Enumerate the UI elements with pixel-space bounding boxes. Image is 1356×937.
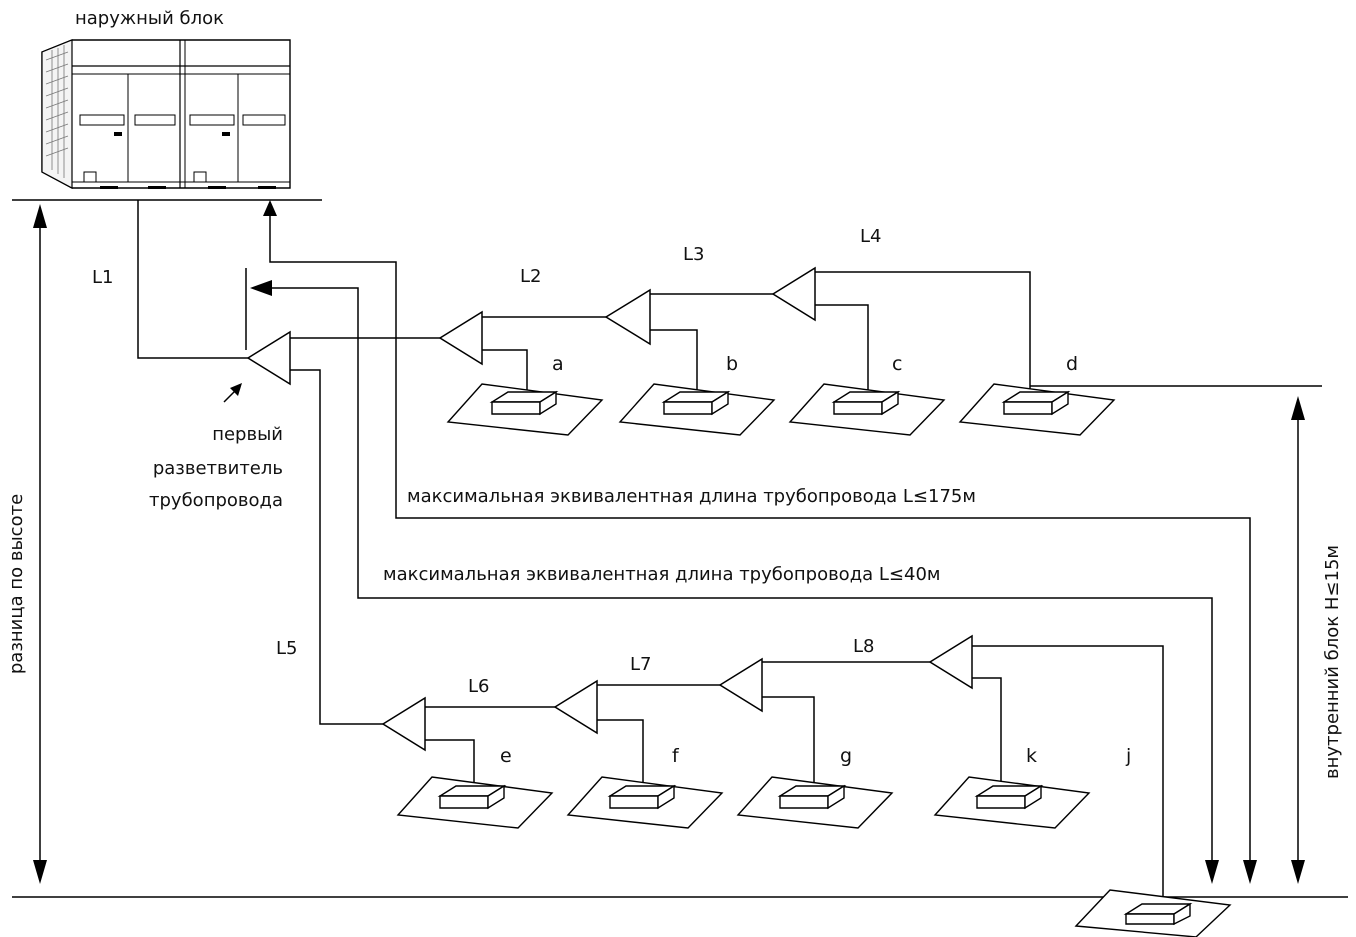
indoor-unit-d [958,383,1116,436]
indoor-unit-f [566,776,724,829]
segment-label-L6: L6 [468,676,489,697]
unit-label-a: a [552,353,564,375]
pipe-to-c [815,304,869,390]
height-diff-arrow-down [33,860,47,884]
indoor-unit-g [736,776,894,829]
indoor-unit-c [788,383,946,436]
pipe-to-e [425,739,475,784]
outdoor-unit-label: наружный блок [75,8,224,29]
segment-label-L8: L8 [853,636,874,657]
segment-label-L4: L4 [860,226,881,247]
branch-joint-b [604,288,651,346]
pipe-to-k [972,677,1002,784]
unit-label-e: e [500,745,512,767]
pipe-to-d [815,271,1031,390]
pipe-to-f [597,719,644,784]
indoor-unit-j [1074,889,1232,937]
max-length-175-label: максимальная эквивалентная длина трубопр… [407,486,976,507]
outdoor-unit-icon [41,39,291,189]
arrow-175-down [1243,860,1257,884]
pipe-to-b [650,329,698,390]
max-length-40-label: максимальная эквивалентная длина трубопр… [383,564,941,585]
segment-label-L1: L1 [92,267,113,288]
branch-joint-f [553,679,598,735]
height-diff-label: разница по высоте [6,494,27,674]
indoor-height-label: внутренний блок H≤15м [1322,545,1343,779]
first-branch-joint [246,330,291,386]
height-diff-arrow-up [33,204,47,228]
unit-label-g: g [840,745,852,767]
unit-label-k: k [1026,745,1037,767]
branch-joint-k [928,634,973,690]
indoor-height-arrow-down [1291,860,1305,884]
segment-label-L7: L7 [630,654,651,675]
indoor-height-arrow-up [1291,396,1305,420]
segment-label-L5: L5 [276,638,297,659]
pipe-L1 [137,200,250,359]
arrow-40-down [1205,860,1219,884]
branch-joint-c [771,266,816,322]
branch-joint-g [718,657,763,713]
arrow-40-left [250,280,272,296]
indoor-unit-b [618,383,776,436]
first-branch-label-line1: первый [212,424,283,445]
pipe-to-g [762,696,815,784]
unit-label-f: f [672,745,680,767]
max-length-40-line [266,287,1213,860]
indoor-unit-e [396,776,554,829]
unit-label-d: d [1066,353,1078,375]
branch-joint-a [438,310,483,366]
indoor-unit-a [446,383,604,436]
segment-label-L3: L3 [683,244,704,265]
pipe-to-a [482,349,528,390]
first-branch-label-line3: трубопровода [149,490,283,511]
unit-label-j: j [1125,745,1131,767]
first-branch-label-line2: разветвитель [153,458,283,479]
arrow-175-up [263,200,277,216]
segment-label-L2: L2 [520,266,541,287]
first-branch-pointer-head [230,383,242,396]
unit-label-c: c [892,353,902,375]
pipe-L5 [290,369,385,725]
pipe-to-j [972,645,1164,903]
indoor-unit-k [933,776,1091,829]
max-length-175-line [269,212,1251,860]
unit-label-b: b [726,353,738,375]
branch-joint-e [381,696,426,752]
